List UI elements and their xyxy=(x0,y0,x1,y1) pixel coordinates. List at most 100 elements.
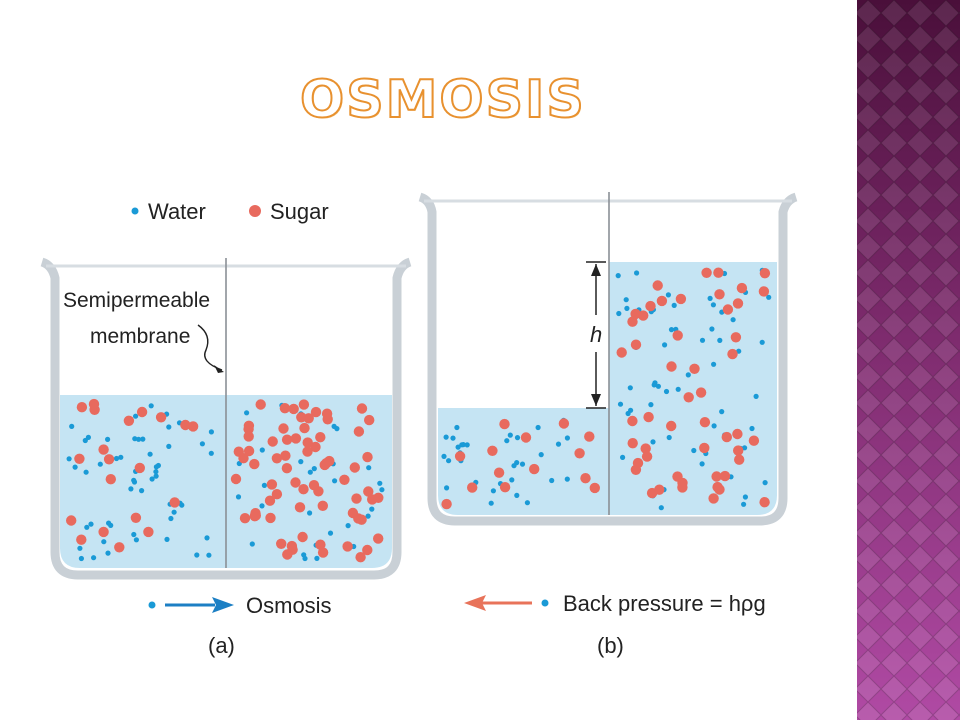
water-particle xyxy=(730,317,736,323)
water-particle xyxy=(345,523,351,529)
membrane-label-line2: membrane xyxy=(90,325,190,348)
water-particle xyxy=(106,520,112,526)
sugar-particle xyxy=(616,347,627,358)
water-particle xyxy=(625,410,631,417)
sugar-particle xyxy=(76,402,88,413)
sugar-particle xyxy=(243,420,255,431)
sugar-particle xyxy=(454,451,466,462)
sugar-particle xyxy=(255,399,266,410)
water-particle xyxy=(441,453,447,459)
sugar-particle xyxy=(558,418,570,429)
sugar-particle xyxy=(324,455,335,467)
water-particle xyxy=(450,435,456,441)
water-particle xyxy=(538,452,544,458)
sugar-particle xyxy=(758,286,770,297)
sugar-particle xyxy=(278,423,289,434)
sugar-particle xyxy=(584,431,595,442)
water-particle xyxy=(634,270,640,276)
sugar-particle xyxy=(589,482,600,494)
sugar-particle xyxy=(373,492,384,503)
beaker-a xyxy=(40,257,412,580)
sugar-particle xyxy=(627,438,638,449)
water-particle xyxy=(514,435,521,441)
sugar-particle xyxy=(632,457,644,469)
caption-b: (b) xyxy=(597,633,624,658)
water-particle xyxy=(369,506,375,512)
sugar-particle xyxy=(666,420,677,432)
water-particle xyxy=(97,461,103,467)
water-particle xyxy=(742,494,749,500)
sugar-particle xyxy=(675,293,687,305)
sugar-particle xyxy=(294,502,306,513)
water-particle xyxy=(711,361,717,367)
water-particle xyxy=(454,424,460,431)
water-particle xyxy=(244,410,250,416)
sugar-particle xyxy=(298,484,309,495)
beaker-b-wall xyxy=(418,192,798,526)
sugar-particle xyxy=(363,486,374,497)
water-particle xyxy=(199,441,205,447)
sugar-particle xyxy=(239,513,251,524)
water-particle xyxy=(710,302,717,308)
water-particle xyxy=(168,515,174,522)
water-particle xyxy=(555,441,562,447)
sugar-particle xyxy=(733,445,744,456)
sugar-particle xyxy=(299,422,310,434)
water-particle xyxy=(711,423,717,429)
water-particle xyxy=(131,477,137,483)
sugar-particle xyxy=(180,419,191,431)
water-particle xyxy=(742,445,748,451)
sugar-particle xyxy=(748,435,760,446)
sugar-particle xyxy=(732,428,743,440)
sugar-particle xyxy=(708,493,719,504)
water-particle xyxy=(663,388,670,395)
sugar-particle xyxy=(353,426,365,437)
sugar-particle xyxy=(355,552,366,563)
sugar-particle xyxy=(271,489,283,500)
water-particle xyxy=(464,442,470,448)
water-particle xyxy=(648,402,654,408)
sugar-particle xyxy=(580,473,591,484)
water-particle xyxy=(83,469,89,475)
sugar-particle xyxy=(499,482,511,493)
sugar-particle xyxy=(88,398,100,410)
sugar-particle xyxy=(645,300,656,312)
sugar-particle xyxy=(265,512,276,524)
legend: Water Sugar xyxy=(131,199,329,224)
water-particle xyxy=(149,476,155,482)
water-particle xyxy=(709,326,715,332)
water-particle xyxy=(443,434,449,440)
sugar-particle xyxy=(281,463,293,474)
sugar-particle xyxy=(243,445,255,457)
water-particle xyxy=(66,456,72,462)
osmosis-arrow: Osmosis (a) xyxy=(148,593,332,658)
sugar-particle xyxy=(713,267,724,278)
sugar-particle xyxy=(286,540,298,552)
water-particle xyxy=(91,555,97,561)
water-particle xyxy=(627,385,633,391)
water-particle xyxy=(171,509,177,515)
water-particle xyxy=(194,552,200,558)
sugar-particle xyxy=(630,339,642,350)
sugar-particle xyxy=(297,531,308,543)
sugar-particle xyxy=(264,495,276,506)
beaker-b-particles xyxy=(441,267,772,511)
water-particle xyxy=(444,485,450,491)
water-particle xyxy=(365,513,371,519)
back-pressure-arrow: Back pressure = hρg (b) xyxy=(464,591,766,658)
legend-sugar-dot xyxy=(249,205,261,217)
sugar-particle xyxy=(267,436,278,447)
sugar-particle xyxy=(281,434,293,445)
back-pressure-label: Back pressure = hρg xyxy=(563,591,766,616)
sugar-particle xyxy=(672,330,683,341)
sugar-particle xyxy=(187,421,199,432)
water-particle xyxy=(259,503,265,509)
beaker-a-wall xyxy=(40,257,412,580)
height-marker: h xyxy=(586,261,606,409)
sugar-particle xyxy=(66,515,77,526)
water-particle xyxy=(624,305,630,311)
water-particle xyxy=(78,555,84,562)
sugar-particle xyxy=(351,493,362,504)
water-particle xyxy=(507,432,513,438)
water-particle xyxy=(675,386,681,392)
